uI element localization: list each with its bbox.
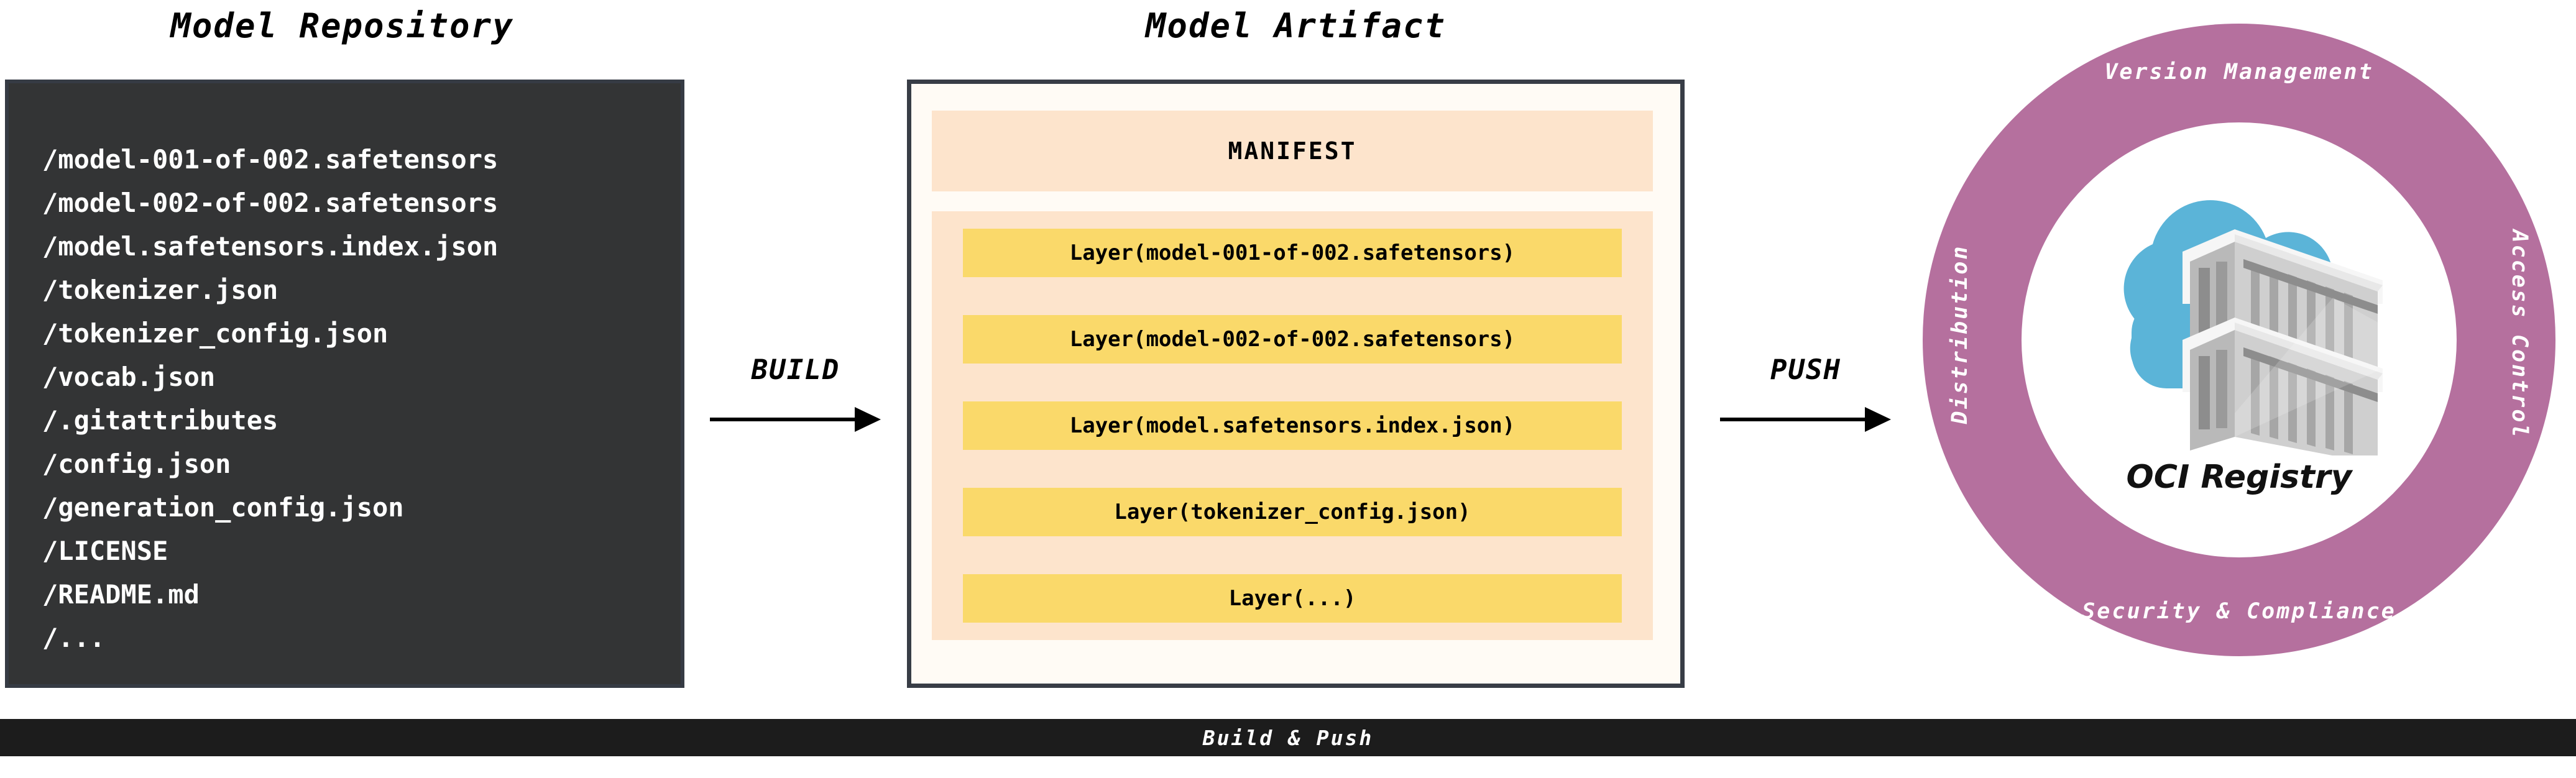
list-item: /vocab.json [42, 362, 216, 392]
manifest-label: MANIFEST [1228, 137, 1357, 165]
cloud-container-icon [2123, 200, 2383, 455]
list-item: /generation_config.json [42, 492, 404, 523]
bottom-banner-label: Build & Push [1202, 725, 1374, 750]
build-arrow: BUILD [702, 354, 889, 454]
layer-chip: Layer(...) [963, 574, 1622, 623]
list-item: /config.json [42, 449, 231, 479]
repository-file-list: /model-001-of-002.safetensors /model-002… [42, 138, 668, 660]
ring-label-distribution: Distribution [1948, 244, 1972, 424]
registry-caption: OCI Registry [2126, 459, 2352, 496]
layer-chip: Layer(model.safetensors.index.json) [963, 401, 1622, 450]
model-repository-title: Model Repository [170, 6, 514, 45]
model-repository-box: /model-001-of-002.safetensors /model-002… [5, 80, 684, 688]
arrow-head-icon [855, 407, 881, 432]
list-item: /LICENSE [42, 536, 168, 566]
layer-chip: Layer(tokenizer_config.json) [963, 488, 1622, 536]
oci-registry-diagram: Version Management Access Control Securi… [1923, 24, 2555, 656]
layers-container: Layer(model-001-of-002.safetensors) Laye… [932, 211, 1653, 640]
ring-label-version-management: Version Management [2104, 60, 2374, 85]
model-artifact-title: Model Artifact [1145, 6, 1447, 45]
build-arrow-label: BUILD [751, 354, 840, 386]
push-arrow: PUSH [1713, 354, 1899, 454]
list-item: /tokenizer_config.json [42, 318, 389, 349]
push-arrow-label: PUSH [1770, 354, 1841, 386]
layer-chip: Layer(model-001-of-002.safetensors) [963, 229, 1622, 277]
model-artifact-box: MANIFEST Layer(model-001-of-002.safetens… [907, 80, 1685, 688]
ring-label-security-compliance: Security & Compliance [2082, 599, 2396, 624]
list-item: /model.safetensors.index.json [42, 231, 499, 262]
list-item: /README.md [42, 579, 200, 610]
bottom-banner: Build & Push [0, 719, 2576, 756]
list-item: /tokenizer.json [42, 275, 278, 305]
list-item: /.gitattributes [42, 405, 278, 436]
manifest-block: MANIFEST [932, 111, 1653, 191]
arrow-shaft [710, 418, 862, 421]
ring-label-access-control: Access Control [2507, 229, 2532, 439]
list-item: /model-001-of-002.safetensors [42, 144, 499, 175]
arrow-shaft [1720, 418, 1872, 421]
list-item: /model-002-of-002.safetensors [42, 188, 499, 218]
layer-chip: Layer(model-002-of-002.safetensors) [963, 315, 1622, 364]
list-item: /... [42, 623, 106, 653]
arrow-head-icon [1865, 407, 1891, 432]
